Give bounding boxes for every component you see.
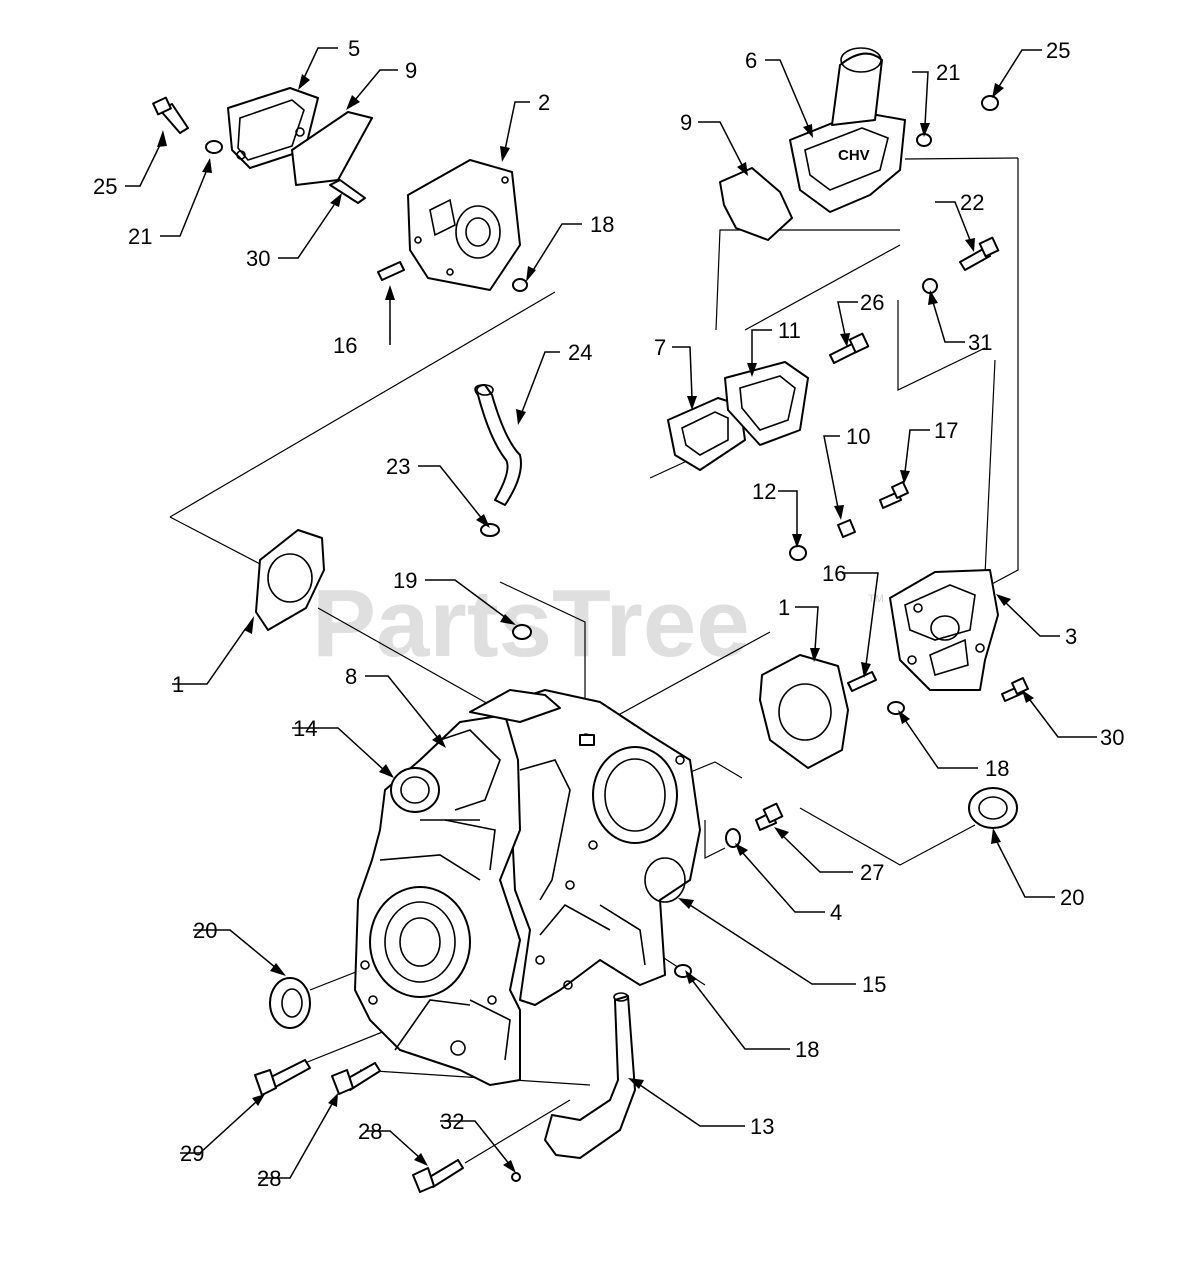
- bolt-27: [755, 802, 784, 831]
- callout-18-right: 18: [985, 756, 1009, 781]
- cover-plate-11: [724, 361, 809, 446]
- callout-18-upper: 18: [590, 212, 614, 237]
- callout-12: 12: [752, 479, 776, 504]
- stud-30-right: [1001, 677, 1029, 702]
- breather-tube: [474, 384, 522, 506]
- callout-4: 4: [830, 900, 842, 925]
- stud-16-right: [847, 671, 877, 692]
- callout-27: 27: [860, 860, 884, 885]
- bolt-28-upper: [331, 1062, 381, 1095]
- cylinder-head-left: [407, 159, 521, 291]
- cylinder-head-right: [889, 569, 999, 691]
- washer-32: [511, 1172, 521, 1182]
- hose-clamp: [480, 523, 500, 537]
- callout-22: 22: [960, 190, 984, 215]
- bolt-25-right: [981, 95, 999, 111]
- grommet-21-left: [205, 140, 223, 154]
- plug-19: [512, 624, 532, 640]
- callout-30-right: 30: [1100, 725, 1124, 750]
- callout-18-lower: 18: [795, 1037, 819, 1062]
- cover-emblem: CHV: [838, 147, 870, 164]
- callout-32: 32: [440, 1109, 464, 1134]
- dipstick-tube: [544, 992, 636, 1159]
- gasket-7: [667, 397, 746, 471]
- callout-16-right: 16: [822, 561, 846, 586]
- stud-30-left: [329, 179, 366, 204]
- callout-28-lower: 28: [358, 1119, 382, 1144]
- callout-30-left: 30: [246, 246, 270, 271]
- bolt-25-left: [152, 96, 189, 134]
- callout-21-right: 21: [936, 60, 960, 85]
- oil-seal-left: [269, 977, 311, 1029]
- watermark-text: PartsTree: [312, 570, 750, 677]
- oil-seal-right: [968, 787, 1018, 829]
- callout-14: 14: [293, 716, 317, 741]
- callout-21-left: 21: [128, 224, 152, 249]
- callout-2: 2: [538, 90, 550, 115]
- dowel-12: [789, 545, 807, 561]
- dowel-18-right: [887, 701, 905, 715]
- callout-20-left: 20: [193, 918, 217, 943]
- callout-26: 26: [860, 290, 884, 315]
- callout-5: 5: [348, 36, 360, 61]
- head-gasket-right: [759, 654, 849, 769]
- callout-6: 6: [745, 48, 757, 73]
- callout-20-right: 20: [1060, 885, 1084, 910]
- crankcase: [354, 689, 701, 1086]
- bolt-17: [879, 481, 909, 509]
- callout-15: 15: [862, 972, 886, 997]
- bolt-29: [254, 1059, 311, 1096]
- head-gasket-left: [255, 529, 325, 631]
- watermark-trademark: TM: [868, 593, 884, 605]
- callout-31: 31: [968, 330, 992, 355]
- valve-cover-gasket-right: [719, 167, 793, 241]
- leaders: [125, 47, 1097, 1179]
- callout-25-right: 25: [1046, 38, 1070, 63]
- callout-8: 8: [345, 664, 357, 689]
- callout-19: 19: [393, 568, 417, 593]
- callout-24: 24: [568, 340, 592, 365]
- callout-17: 17: [934, 418, 958, 443]
- stud-16-left: [377, 261, 405, 281]
- callout-11: 11: [778, 318, 801, 343]
- washer-4: [725, 828, 741, 848]
- plug-10: [837, 519, 856, 538]
- callout-29: 29: [180, 1141, 204, 1166]
- callout-25-left: 25: [93, 174, 117, 199]
- callout-13: 13: [750, 1114, 774, 1139]
- callout-9-left: 9: [405, 58, 417, 83]
- callout-1-right: 1: [778, 595, 790, 620]
- callout-3: 3: [1065, 624, 1077, 649]
- callout-9-right: 9: [680, 110, 692, 135]
- bolt-28-lower: [412, 1159, 464, 1193]
- callout-7: 7: [654, 335, 666, 360]
- dowel-18-head-left: [512, 278, 528, 292]
- fitting-22: [959, 236, 1000, 271]
- valve-cover-right: CHV: [789, 47, 906, 213]
- bolt-26: [829, 332, 870, 364]
- callout-labels: 5 9 25 21 30 2 18 16 24 23 1 19 8 14 20 …: [93, 36, 1124, 1191]
- callout-1-left: 1: [172, 672, 184, 697]
- valve-cover-gasket-left: [291, 111, 373, 186]
- callout-28-upper: 28: [257, 1166, 281, 1191]
- callout-10: 10: [846, 424, 870, 449]
- callout-16-upper: 16: [333, 333, 357, 358]
- callout-23: 23: [386, 454, 410, 479]
